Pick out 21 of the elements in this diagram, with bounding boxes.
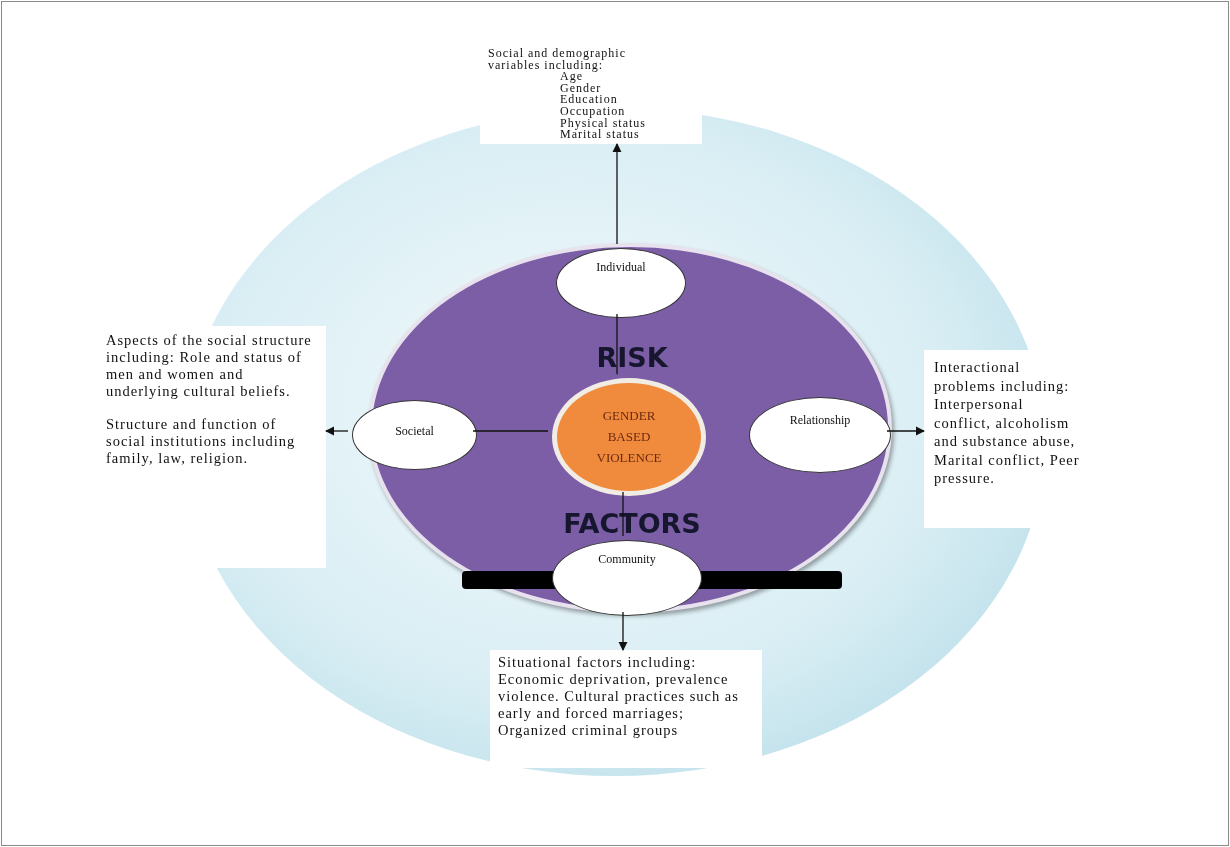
arrow bbox=[618, 611, 628, 651]
arrow bbox=[886, 426, 925, 436]
description-text: Interactional problems including: Interpersonal conflict, alcoholism and substance abuse, Marital conflict, Peer pressure. bbox=[934, 358, 1080, 488]
level-label: Individual bbox=[595, 261, 647, 275]
list-item: Education bbox=[559, 94, 619, 106]
center-label: GENDER BASED VIOLENCE bbox=[595, 407, 663, 467]
list-item: Age bbox=[560, 71, 583, 83]
description-text: Structure and function of social institutions including family, law, religion. bbox=[106, 416, 297, 467]
level-label: Societal bbox=[394, 425, 435, 439]
arrow bbox=[612, 143, 622, 245]
description-text: Aspects of the social structure including: Role and status of men and women and underlying cultural beliefs. bbox=[106, 332, 312, 400]
description-text: Social and demographic variables including: bbox=[488, 48, 627, 72]
level-label: Community bbox=[597, 553, 657, 567]
description-text: Situational factors including: Economic deprivation, prevalence violence. Cultural practices such as early and forced marriages; Organized criminal groups bbox=[498, 654, 740, 739]
level-label: Relationship bbox=[788, 414, 852, 428]
list-item: Physical status bbox=[559, 117, 647, 130]
list-item: Gender bbox=[559, 82, 602, 95]
list-item: Marital status bbox=[559, 129, 641, 141]
arrow bbox=[325, 426, 349, 436]
list-item: Occupation bbox=[559, 105, 627, 118]
connector-line bbox=[472, 430, 549, 432]
